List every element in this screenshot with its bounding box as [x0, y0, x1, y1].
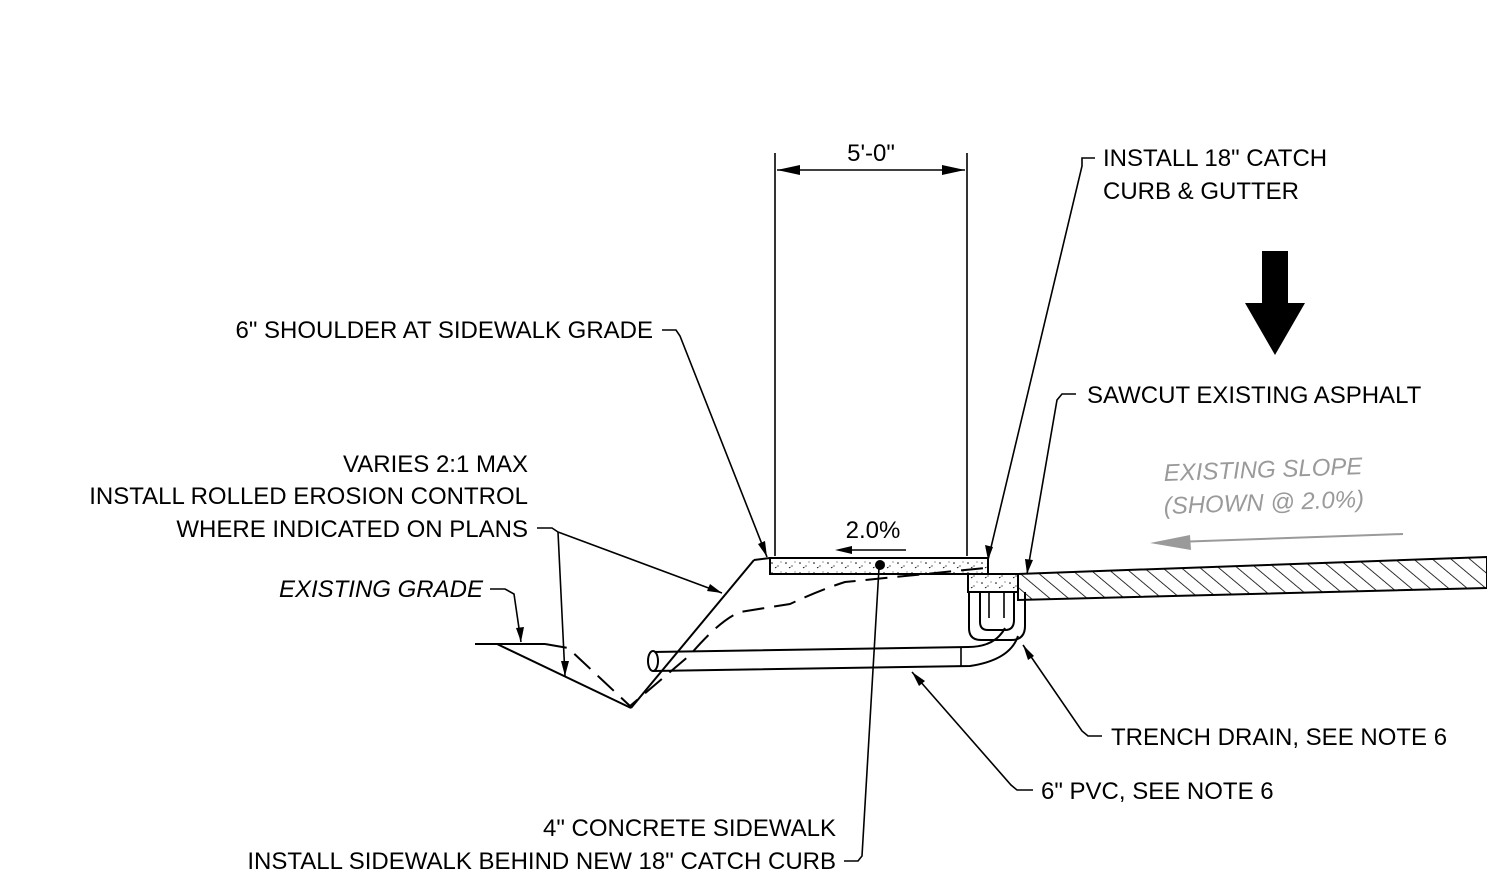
erosion-callout-line3: WHERE INDICATED ON PLANS — [176, 516, 528, 543]
trench-drain — [968, 592, 1026, 641]
erosion-callout-line1: VARIES 2:1 MAX — [343, 451, 528, 478]
callout-pvc: 6" PVC, SEE NOTE 6 — [911, 671, 1274, 805]
sidewalk-callout-line1: 4" CONCRETE SIDEWALK — [543, 815, 836, 842]
down-arrow-icon — [1245, 251, 1305, 355]
callout-shoulder: 6" SHOULDER AT SIDEWALK GRADE — [235, 317, 768, 558]
existing-grade-callout: EXISTING GRADE — [279, 576, 484, 603]
existing-slope-indicator: EXISTING SLOPE (SHOWN @ 2.0%) — [1150, 453, 1404, 550]
shoulder-callout: 6" SHOULDER AT SIDEWALK GRADE — [235, 317, 653, 344]
left-arrow-icon — [1150, 535, 1191, 550]
callout-curb-gutter: INSTALL 18" CATCH CURB & GUTTER — [985, 145, 1327, 561]
callout-sawcut: SAWCUT EXISTING ASPHALT — [1025, 382, 1422, 575]
callout-existing-grade: EXISTING GRADE — [279, 576, 524, 643]
existing-asphalt — [1017, 555, 1487, 602]
pvc-callout: 6" PVC, SEE NOTE 6 — [1041, 778, 1274, 805]
slope-label: 2.0% — [846, 517, 901, 544]
callout-trench-drain: TRENCH DRAIN, SEE NOTE 6 — [1022, 644, 1447, 751]
sidewalk-slope-indicator: 2.0% — [835, 517, 906, 554]
curb-callout-line2: CURB & GUTTER — [1103, 178, 1299, 205]
sidewalk-reference-dot — [875, 560, 885, 570]
curb-callout-line1: INSTALL 18" CATCH — [1103, 145, 1327, 172]
dimension-label: 5'-0" — [847, 140, 895, 167]
left-arrow-icon — [835, 546, 852, 554]
width-dimension: 5'-0" — [774, 140, 968, 556]
pvc-pipe — [647, 627, 1019, 672]
sawcut-callout: SAWCUT EXISTING ASPHALT — [1087, 382, 1422, 409]
callout-erosion: VARIES 2:1 MAX INSTALL ROLLED EROSION CO… — [89, 451, 723, 677]
callout-sidewalk: 4" CONCRETE SIDEWALK INSTALL SIDEWALK BE… — [247, 567, 880, 875]
sidewalk-callout-line2: INSTALL SIDEWALK BEHIND NEW 18" CATCH CU… — [247, 848, 836, 875]
erosion-callout-line2: INSTALL ROLLED EROSION CONTROL — [89, 483, 528, 510]
embankment — [475, 557, 771, 709]
existing-slope-line1: EXISTING SLOPE — [1163, 453, 1364, 487]
trench-drain-callout: TRENCH DRAIN, SEE NOTE 6 — [1111, 724, 1447, 751]
existing-slope-line2: (SHOWN @ 2.0%) — [1163, 486, 1364, 520]
